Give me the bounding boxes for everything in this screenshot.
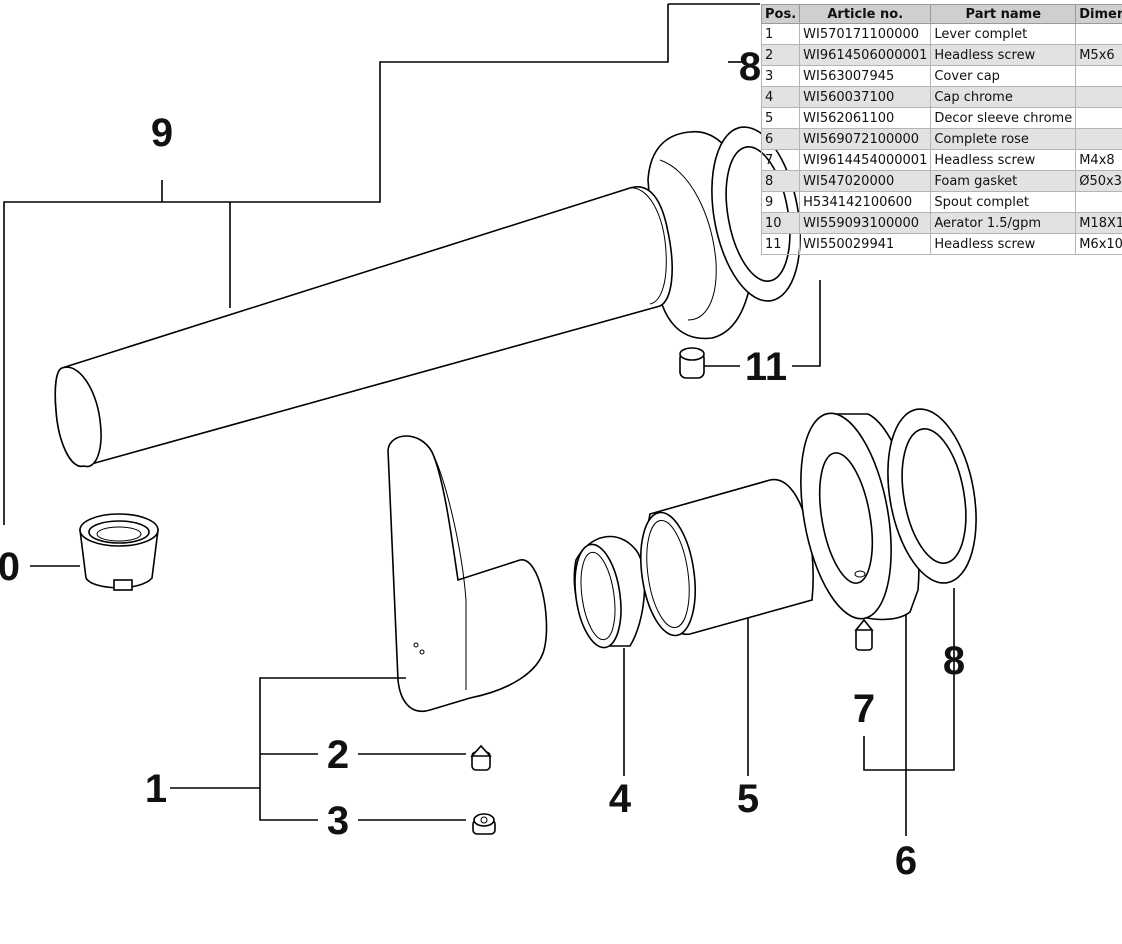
- cell-dimension: M18X1-: [1075, 212, 1122, 234]
- headless-screw-11: [679, 347, 705, 379]
- cell-pos: 8: [760, 170, 801, 192]
- cover-cap-3: [472, 813, 496, 835]
- cell-article: WI547020000: [799, 170, 932, 192]
- callout-8-bottom: 8: [943, 639, 965, 683]
- cell-part-name: Headless screw: [930, 233, 1077, 255]
- cell-article: WI570171100000: [799, 23, 932, 45]
- cell-pos: 7: [760, 149, 801, 171]
- cell-dimension: Ø50x34: [1075, 170, 1122, 192]
- cell-pos: 11: [760, 233, 801, 255]
- callout-4: 4: [609, 777, 632, 821]
- callout-9: 9: [151, 111, 173, 155]
- cell-pos: 2: [760, 44, 801, 66]
- cell-article: WI550029941: [799, 233, 932, 255]
- callout-3: 3: [327, 799, 349, 843]
- cell-article: WI559093100000: [799, 212, 932, 234]
- header-dimension: Dimens: [1075, 4, 1122, 24]
- cell-article: WI569072100000: [799, 128, 932, 150]
- callout-10: 10: [0, 545, 20, 589]
- callout-1: 1: [145, 767, 167, 811]
- cap-chrome: [573, 535, 646, 649]
- cell-part-name: Headless screw: [930, 149, 1077, 171]
- headless-screw-7: [854, 618, 874, 651]
- parts-list-table: Pos. Article no. Part name Dimens 1WI570…: [760, 4, 1122, 255]
- cell-part-name: Cap chrome: [930, 86, 1077, 108]
- callout-7: 7: [853, 687, 875, 731]
- callout-5: 5: [737, 777, 759, 821]
- lever-complete: [387, 435, 548, 713]
- callout-11: 11: [745, 345, 787, 389]
- header-pos: Pos.: [760, 4, 801, 24]
- cell-dimension: [1075, 107, 1122, 129]
- cell-pos: 5: [760, 107, 801, 129]
- cell-dimension: [1075, 23, 1122, 45]
- cell-part-name: Cover cap: [930, 65, 1077, 87]
- cell-part-name: Headless screw: [930, 44, 1077, 66]
- leader-lines: [3, 3, 955, 836]
- cell-article: H534142100600: [799, 191, 932, 213]
- callout-8-top: 8: [739, 45, 761, 89]
- header-article-no: Article no.: [799, 4, 932, 24]
- headless-screw-2: [470, 744, 492, 771]
- cell-pos: 9: [760, 191, 801, 213]
- cell-part-name: Foam gasket: [930, 170, 1077, 192]
- foam-gasket-bottom: [887, 408, 977, 584]
- cell-pos: 3: [760, 65, 801, 87]
- table-header-row: Pos. Article no. Part name Dimens: [760, 4, 1122, 24]
- decor-sleeve-chrome: [640, 479, 814, 637]
- cell-dimension: M5x6: [1075, 44, 1122, 66]
- callout-2: 2: [327, 733, 349, 777]
- cell-article: WI560037100: [799, 86, 932, 108]
- cell-article: WI563007945: [799, 65, 932, 87]
- spout-complete: [54, 130, 755, 468]
- cell-article: WI562061100: [799, 107, 932, 129]
- cell-part-name: Spout complet: [930, 191, 1077, 213]
- cell-dimension: [1075, 65, 1122, 87]
- cell-part-name: Lever complet: [930, 23, 1077, 45]
- callout-6: 6: [895, 839, 917, 883]
- header-part-name: Part name: [930, 4, 1077, 24]
- cell-article: WI9614506000001: [799, 44, 932, 66]
- cell-part-name: Decor sleeve chrome: [930, 107, 1077, 129]
- aerator: [79, 513, 159, 591]
- cell-dimension: [1075, 128, 1122, 150]
- cell-article: WI9614454000001: [799, 149, 932, 171]
- complete-rose: [800, 412, 920, 621]
- cell-dimension: M6x10: [1075, 233, 1122, 255]
- cell-pos: 10: [760, 212, 801, 234]
- cell-dimension: M4x8: [1075, 149, 1122, 171]
- cell-pos: 1: [760, 23, 801, 45]
- cell-dimension: [1075, 191, 1122, 213]
- cell-dimension: [1075, 86, 1122, 108]
- cell-part-name: Aerator 1.5/gpm: [930, 212, 1077, 234]
- cell-pos: 4: [760, 86, 801, 108]
- cell-part-name: Complete rose: [930, 128, 1077, 150]
- cell-pos: 6: [760, 128, 801, 150]
